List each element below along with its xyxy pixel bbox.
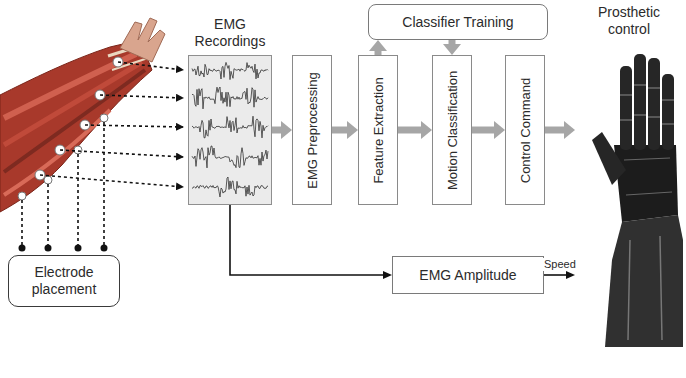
emg-trace [192, 177, 268, 197]
node-label: Control Command [518, 60, 533, 200]
node-heading: Prosthetic control [575, 2, 683, 38]
edge-label: Speed [542, 258, 578, 271]
arrowhead [494, 121, 505, 139]
node-label: Electrode placement [13, 264, 115, 298]
arrowhead [566, 271, 575, 279]
amplitude-box: EMG Amplitude [392, 256, 544, 294]
arrowhead [443, 44, 461, 55]
connector-line [230, 205, 384, 275]
arrowhead [281, 121, 292, 139]
emg-trace [192, 87, 268, 109]
connector-line [472, 127, 495, 134]
connector-line [398, 127, 422, 134]
electrode-leads [22, 62, 183, 246]
flow-arrow [545, 121, 575, 139]
flow-arrow [332, 121, 358, 139]
arrowhead [369, 40, 387, 51]
emg-trace [192, 146, 268, 168]
training-box: Classifier Training [368, 4, 548, 40]
emg-trace [192, 116, 268, 138]
connector-line [332, 127, 348, 134]
flow-arrow [544, 271, 575, 279]
node-label: Motion Classification [445, 60, 460, 200]
node-label: Feature Extraction [371, 60, 386, 200]
arm-illustration [0, 18, 165, 212]
arrowhead [347, 121, 358, 139]
node-heading: EMG Recordings [177, 16, 283, 50]
connector-line [544, 274, 567, 276]
process-box: EMG Preprocessing [292, 55, 332, 205]
node-label: EMG Amplitude [419, 267, 516, 284]
process-box: Control Command [505, 55, 545, 205]
flow-arrow [369, 40, 387, 55]
node-label: EMG Preprocessing [305, 60, 320, 200]
process-box: Feature Extraction [358, 55, 398, 205]
process-box: Motion Classification [432, 55, 472, 205]
flow-arrow [443, 40, 461, 55]
flow-arrow [398, 121, 432, 139]
flow-arrow [472, 121, 505, 139]
recordings-box: EMG Recordings [188, 55, 272, 205]
flow-arrow [272, 121, 292, 139]
arrowhead [383, 271, 392, 279]
recording-panel [188, 55, 272, 205]
connector-line [545, 127, 565, 134]
electrode-dots [19, 245, 108, 252]
electrode-box: Electrode placement [8, 255, 120, 307]
arrowhead [564, 121, 575, 139]
arrowhead [421, 121, 432, 139]
emg-waveforms [192, 62, 268, 197]
emg-trace [192, 62, 268, 79]
prosthesis-node: Prosthetic control [575, 2, 683, 347]
prosthetic-hand [592, 54, 683, 347]
node-label: Classifier Training [402, 14, 513, 31]
connector-line [272, 127, 282, 134]
flow-arrow [230, 205, 392, 279]
